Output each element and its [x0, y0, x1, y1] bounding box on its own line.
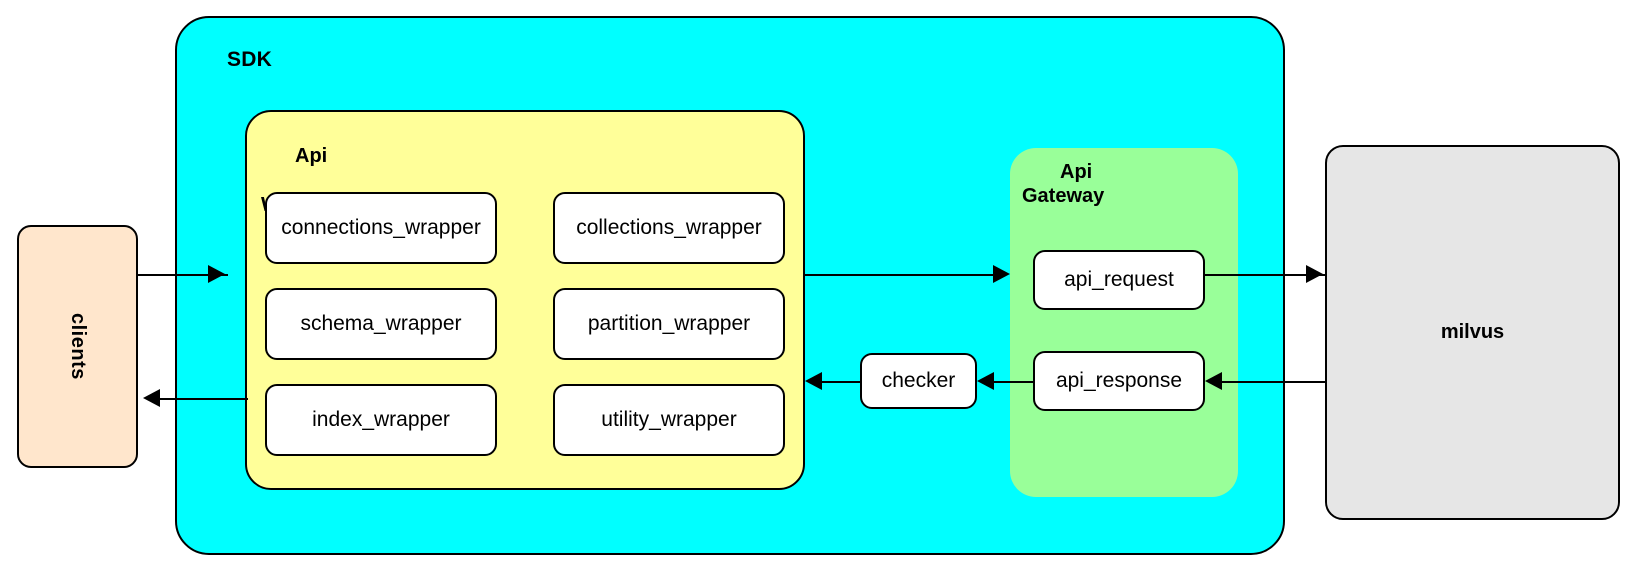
api-gateway-label: Api Gateway	[1022, 160, 1222, 209]
connector-api-wrapper-to-clients	[160, 398, 248, 400]
connector-milvus-to-api-response	[1222, 381, 1327, 383]
connector-checker-to-api-wrapper	[822, 381, 860, 383]
sdk-label: SDK	[227, 48, 272, 71]
arrowhead-checker-to-api-wrapper	[805, 372, 822, 390]
schema-wrapper-node[interactable]: schema_wrapper	[265, 288, 497, 360]
checker-node[interactable]: checker	[860, 353, 977, 409]
arrowhead-milvus-to-api-response	[1205, 372, 1222, 390]
clients-node[interactable]: clients	[17, 225, 138, 468]
arrowhead-clients-to-api-wrapper	[208, 265, 225, 283]
arrowhead-api-response-to-checker	[977, 372, 994, 390]
api-gateway-label-line1: Api	[1060, 161, 1093, 183]
arrowhead-api-request-to-milvus	[1306, 265, 1323, 283]
arrowhead-api-wrapper-to-clients	[143, 389, 160, 407]
clients-label: clients	[67, 313, 89, 380]
partition-wrapper-node[interactable]: partition_wrapper	[553, 288, 785, 360]
connector-clients-to-api-wrapper	[138, 274, 228, 276]
index-wrapper-node[interactable]: index_wrapper	[265, 384, 497, 456]
connector-api-response-to-checker	[994, 381, 1034, 383]
api-response-node[interactable]: api_response	[1033, 351, 1205, 411]
connector-api-request-to-milvus	[1205, 274, 1325, 276]
utility-wrapper-node[interactable]: utility_wrapper	[553, 384, 785, 456]
connections-wrapper-node[interactable]: connections_wrapper	[265, 192, 497, 264]
arrowhead-api-wrapper-to-api-gateway	[993, 265, 1010, 283]
api-gateway-label-line2: Gateway	[1022, 185, 1105, 208]
api-gateway-container[interactable]: Api Gateway	[1010, 148, 1238, 497]
api-request-node[interactable]: api_request	[1033, 250, 1205, 310]
api-wrapper-label-line1: Api	[295, 145, 328, 168]
connector-api-wrapper-to-api-gateway	[805, 274, 1005, 276]
milvus-node[interactable]: milvus	[1325, 145, 1620, 520]
collections-wrapper-node[interactable]: collections_wrapper	[553, 192, 785, 264]
